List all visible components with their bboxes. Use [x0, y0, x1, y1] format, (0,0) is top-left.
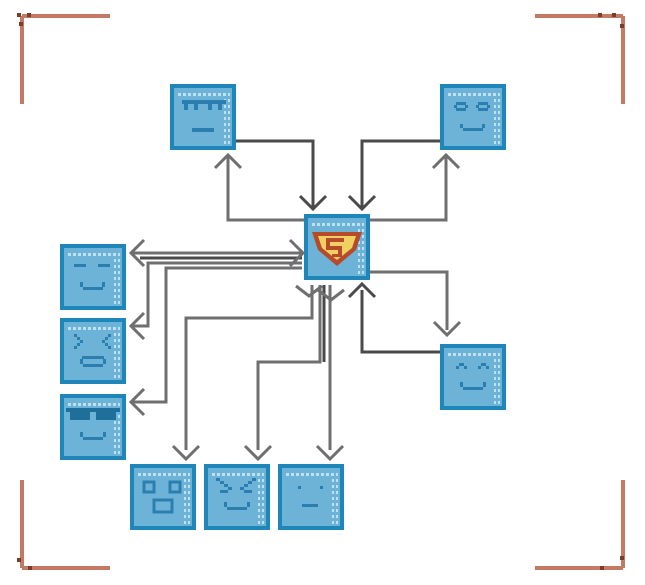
node-bottom-2	[204, 464, 270, 530]
node-right	[440, 344, 506, 410]
edge-right-in	[360, 290, 440, 354]
edge-top-right-out	[360, 139, 472, 207]
edge-right-out	[370, 270, 449, 330]
arrowhead-icon	[243, 444, 273, 462]
corner-bracket-bottom-left	[17, 480, 110, 570]
node-top-left	[170, 84, 236, 150]
node-left-2	[60, 318, 126, 384]
node-left-1	[60, 244, 126, 310]
arrowhead-icon	[298, 194, 328, 212]
edge-top-left-in	[226, 156, 305, 222]
arrowhead-icon	[213, 152, 243, 170]
happy-face-icon	[456, 363, 489, 390]
smiling-face-icon	[454, 102, 490, 131]
connectors	[132, 139, 472, 450]
corner-bracket-bottom-right	[535, 480, 625, 570]
edge-left-2	[132, 261, 302, 328]
arrowheads	[128, 152, 462, 462]
robot-face-icon	[142, 480, 182, 514]
arrowhead-icon	[317, 288, 345, 302]
node-bottom-3	[278, 464, 344, 530]
hub-logo-node	[304, 214, 370, 280]
arrowhead-icon	[288, 238, 306, 268]
edge-bottom-1	[184, 285, 314, 450]
arrowhead-icon	[431, 152, 461, 170]
arrowhead-icon	[128, 238, 146, 268]
arrowhead-icon	[295, 284, 323, 298]
node-bottom-1	[130, 464, 196, 530]
corner-bracket-top-left	[17, 13, 110, 104]
arrowhead-icon	[171, 444, 201, 462]
laughing-face-icon	[74, 334, 111, 367]
arrowhead-icon	[347, 281, 377, 299]
node-top-right	[440, 84, 506, 150]
squinting-face-icon	[74, 264, 110, 290]
arrowhead-icon	[347, 194, 377, 212]
glasses-face-icon	[182, 100, 226, 132]
edge-top-right-in	[370, 156, 448, 222]
angry-face-icon	[216, 478, 256, 510]
superhero-shield-icon	[312, 232, 362, 266]
sunglasses-face-icon	[66, 408, 120, 440]
edge-left-3	[132, 266, 302, 404]
edge-bottom-2	[256, 285, 322, 450]
arrowhead-icon	[315, 444, 345, 462]
edge-top-left-out	[202, 139, 315, 207]
arrowhead-icon	[128, 387, 146, 417]
node-left-3	[60, 394, 126, 460]
corner-bracket-top-right	[535, 13, 625, 104]
neutral-face-icon	[298, 486, 323, 507]
arrowhead-icon	[432, 320, 462, 338]
corner-brackets	[17, 13, 625, 570]
arrowhead-icon	[128, 311, 146, 341]
